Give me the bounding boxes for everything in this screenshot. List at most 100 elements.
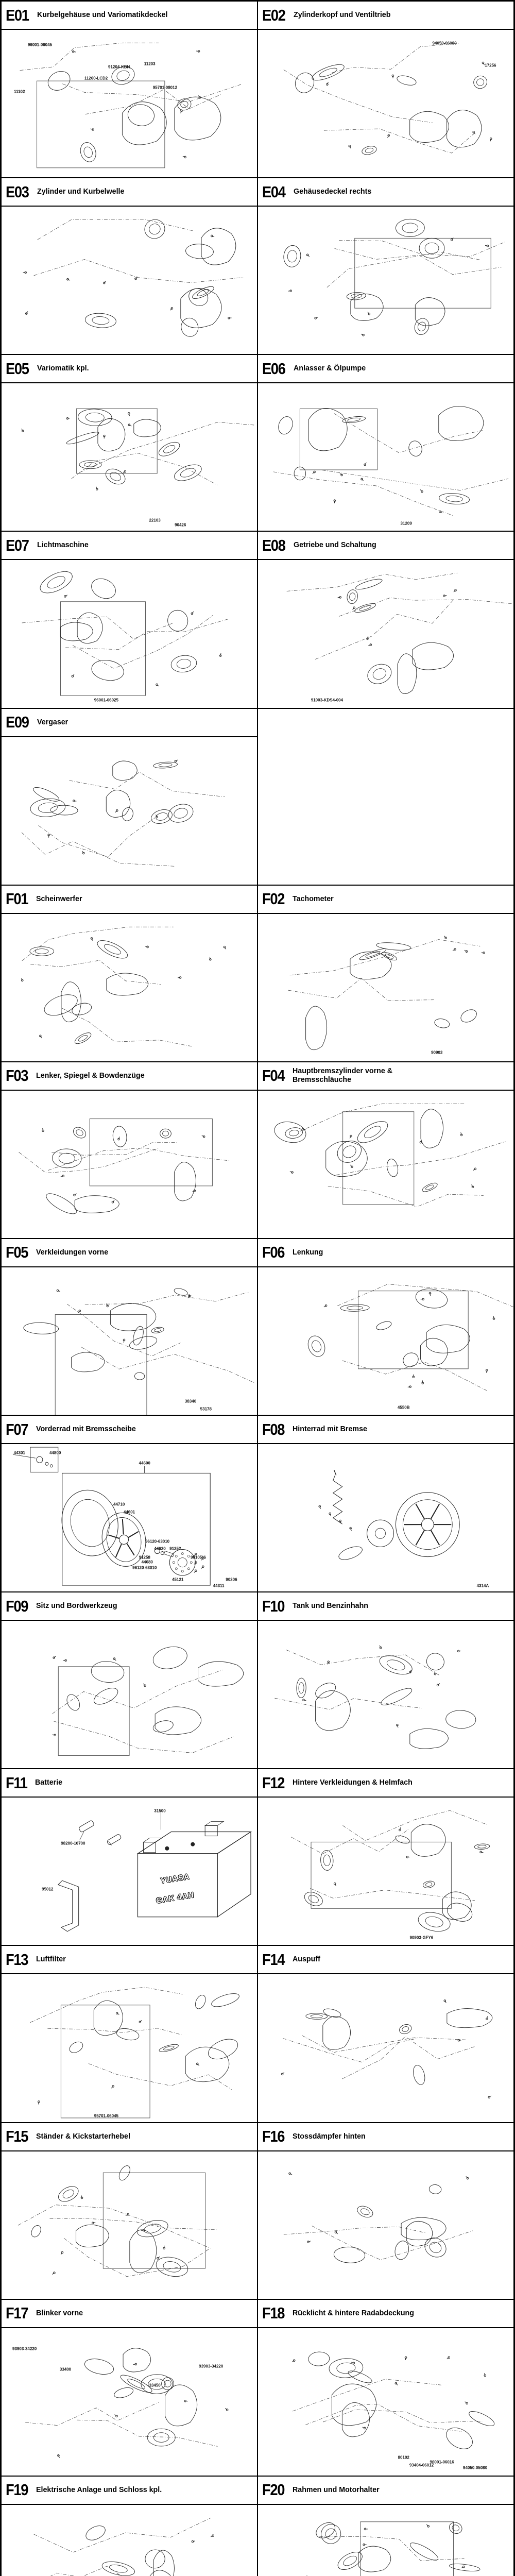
section-code: F03 [6,1066,28,1085]
section-code: F05 [6,1243,28,1262]
section-code: F20 [262,2481,285,2499]
part-number-label: 91204-KBN [108,64,130,70]
part-number-label: 33400 [59,2367,72,2372]
diagram-line-art [306,2521,480,2576]
diagram-line-art [52,1647,244,1756]
part-number-label: 44601 [123,1510,135,1515]
diagram-line-art [273,406,509,516]
section-title: Variomatik kpl. [37,364,89,373]
section-title: Lenker, Spiegel & Bowdenzüge [36,1071,145,1080]
section-title: Batterie [35,1778,63,1787]
catalog-cell-f13[interactable]: F13 Luftfilter 95701-06045 [2,1946,257,2122]
diagram-line-art [23,1288,254,1415]
exploded-parts-diagram [258,1621,513,1768]
section-code: F10 [262,1597,285,1615]
part-number-label: 31500 [154,1808,166,1814]
section-title: Getriebe und Schaltung [293,540,376,550]
section-title: Blinker vorne [36,2308,83,2317]
catalog-cell-f03[interactable]: F03 Lenker, Spiegel & Bowdenzüge [2,1062,257,1238]
section-title: Tank und Benzinhahn [292,1601,368,1611]
part-number-label: 90105*6 [191,1555,206,1560]
section-header: F11 Batterie [2,1769,257,1798]
exploded-parts-diagram [2,207,257,354]
part-number-label: 96001-06016 [430,2460,454,2465]
part-number-label: 94050-06080 [432,41,457,46]
section-title: Zylinder und Kurbelwelle [37,187,125,196]
section-title: Stossdämpfer hinten [292,2131,366,2141]
diagram-line-art [33,2517,214,2576]
part-number-label: 11102 [14,89,25,94]
part-number-label: 96001-06045 [27,42,52,47]
part-number-label: 93903-34220 [199,2364,224,2369]
part-number-label: 44800 [49,1450,61,1455]
catalog-cell-e03[interactable]: E03 Zylinder und Kurbelwelle [2,178,257,354]
exploded-parts-diagram: 50813 [258,2505,513,2576]
section-header: F13 Luftfilter [2,1946,257,1975]
exploded-parts-diagram: 4550B [258,1267,513,1415]
exploded-parts-diagram [2,1091,257,1238]
catalog-cell-f10[interactable]: F10 Tank und Benzinhahn [258,1592,513,1769]
section-code: E09 [6,713,29,731]
part-number-label: 93404-06012 [409,2463,434,2468]
part-number-label: 44620 [154,1546,166,1551]
section-code: F11 [6,1773,28,1792]
diagram-line-art [21,926,227,1046]
section-title: Hinterrad mit Bremse [292,1425,367,1434]
exploded-parts-diagram: 95701-06045 [2,1974,257,2122]
diagram-line-art [283,2172,473,2263]
part-number-label: 96120-63010 [145,1539,170,1544]
section-title: Gehäusedeckel rechts [293,187,371,196]
section-code: F13 [6,1950,28,1969]
section-title: Luftfilter [36,1955,66,1964]
section-code: E02 [262,6,286,24]
diagram-line-art [23,219,244,337]
section-code: F07 [6,1420,28,1438]
diagram-line-art [21,759,225,867]
section-code: E03 [6,182,29,201]
part-number-label: 44710 [113,1502,125,1507]
part-number-label: 91252 [169,1546,181,1551]
section-code: E01 [6,6,29,24]
exploded-parts-diagram: 4314A [258,1444,513,1591]
section-title: Rücklicht & hintere Radabdeckung [292,2308,414,2317]
